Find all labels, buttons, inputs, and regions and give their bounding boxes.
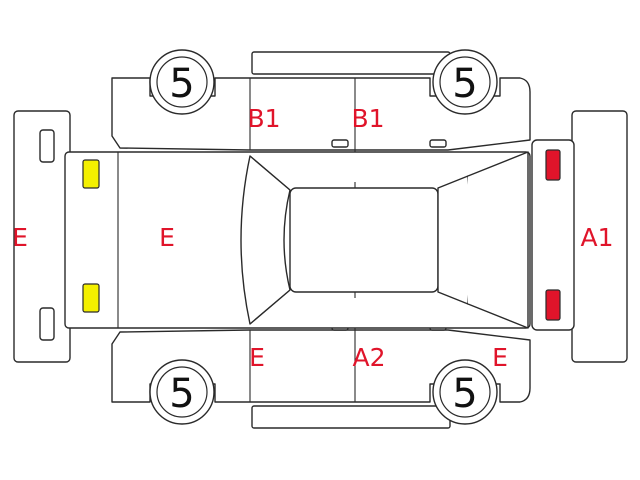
code-rear-door-right: A2 [352, 343, 385, 372]
code-hood: E [159, 223, 175, 252]
tire-front-left: 5 [149, 49, 215, 115]
right-running-board [251, 405, 451, 429]
front-left-lamp-icon [82, 159, 100, 189]
front-right-lamp-icon [82, 283, 100, 313]
code-front-bumper: E [12, 223, 28, 252]
tire-front-right: 5 [432, 49, 498, 115]
code-rear-fender-right: E [492, 343, 508, 372]
code-front-door-right: E [249, 343, 265, 372]
tire-rear-right: 5 [432, 359, 498, 425]
code-rear-bumper: A1 [580, 223, 613, 252]
code-front-door-left: B1 [247, 104, 280, 133]
rear-right-lamp-icon [545, 289, 561, 321]
left-running-board [251, 51, 451, 75]
tire-rear-left-value: 5 [169, 371, 194, 417]
tire-front-left-value: 5 [169, 61, 194, 107]
rear-left-lamp-icon [545, 149, 561, 181]
tire-rear-right-value: 5 [452, 371, 477, 417]
code-rear-door-left: B1 [351, 104, 384, 133]
rear-lamp-housing [531, 139, 575, 331]
car-top-body [64, 151, 531, 329]
tire-rear-left: 5 [149, 359, 215, 425]
tire-front-right-value: 5 [452, 61, 477, 107]
